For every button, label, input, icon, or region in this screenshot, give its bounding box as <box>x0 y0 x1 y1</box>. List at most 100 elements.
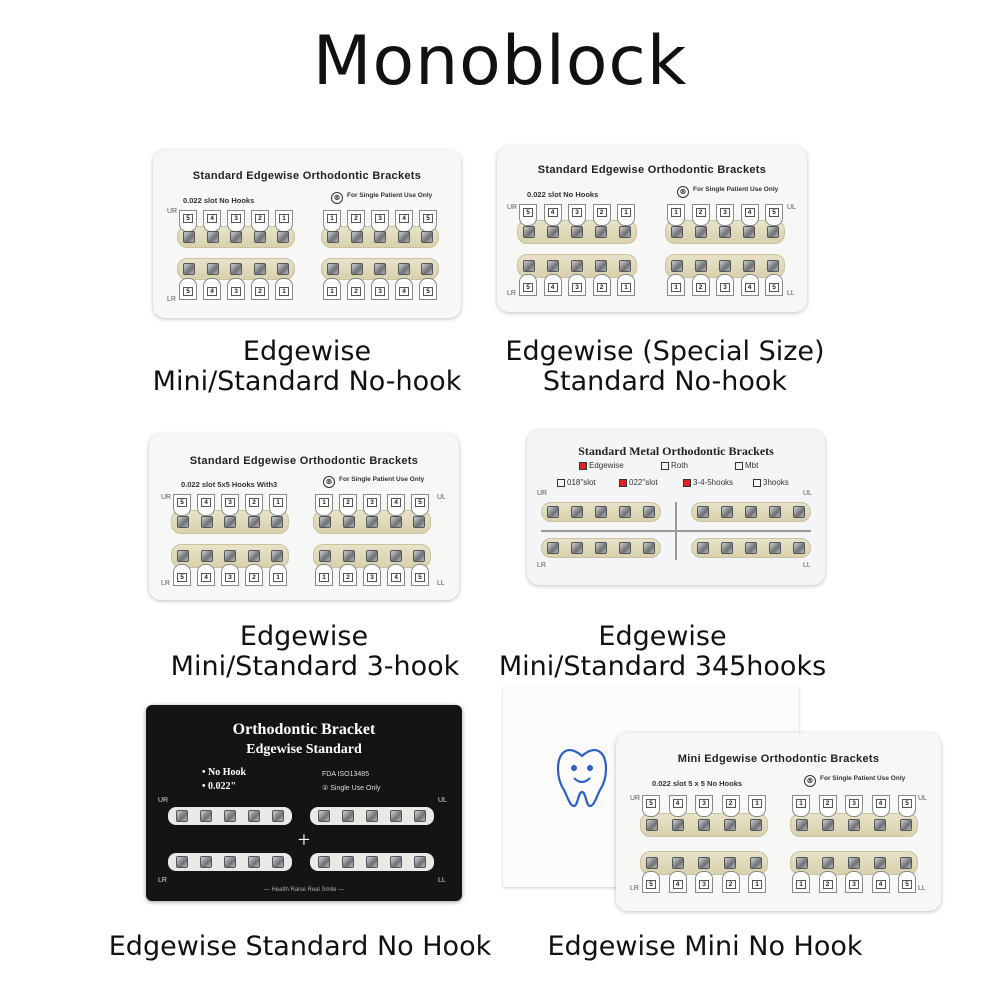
bracket-icon <box>318 856 330 868</box>
bracket-icon <box>874 819 886 831</box>
bracket-icon <box>253 231 266 243</box>
tooth: 1 <box>275 210 293 232</box>
tooth: 5 <box>411 494 429 516</box>
quadrant-ul: UL <box>803 490 812 497</box>
tooth: 3 <box>221 494 239 516</box>
bracket-icon <box>414 856 426 868</box>
tooth: 4 <box>395 210 413 232</box>
bracket-icon <box>595 260 607 272</box>
quadrant-ll: LL <box>787 290 795 297</box>
bracket-icon <box>547 506 559 518</box>
tooth: 1 <box>667 274 685 296</box>
bracket-icon <box>750 819 762 831</box>
bracket-icon <box>397 263 410 275</box>
checkbox <box>557 478 565 487</box>
tooth: 3 <box>371 210 389 232</box>
tooth: 5 <box>765 204 783 226</box>
tooth-mascot-icon <box>552 742 612 812</box>
bracket-icon <box>793 542 805 554</box>
tooth: 2 <box>818 795 837 817</box>
tooth: 1 <box>323 278 341 300</box>
bracket-icon <box>277 231 289 243</box>
bracket-icon <box>721 506 733 518</box>
tooth: 4 <box>197 494 215 516</box>
bracket-icon <box>796 819 808 831</box>
bracket-icon <box>206 231 219 243</box>
bracket-icon <box>327 231 339 243</box>
lower-right-teeth: 5 4 3 2 1 <box>642 871 766 893</box>
bracket-icon <box>671 260 683 272</box>
bracket-icon <box>248 810 260 822</box>
bracket-icon <box>646 857 658 869</box>
lower-right-teeth: 5 4 3 2 1 <box>519 274 635 296</box>
upper-right-teeth: 5 4 3 2 1 <box>519 204 635 226</box>
tooth: 3 <box>716 274 734 296</box>
upper-left-teeth: 1 2 3 4 5 <box>667 204 783 226</box>
patient-label: For Single Patient Use Only <box>339 476 425 483</box>
slot-label: 0.022 slot No Hooks <box>183 196 255 205</box>
bracket-icon <box>571 226 583 238</box>
bracket-icon <box>619 542 631 554</box>
tooth: 5 <box>765 274 783 296</box>
tooth: 4 <box>668 871 687 893</box>
tooth: 4 <box>740 204 759 226</box>
option-018-slot: 018"slot <box>557 478 596 487</box>
bracket-icon <box>643 542 655 554</box>
tooth: 2 <box>691 274 710 296</box>
tooth: 2 <box>592 204 611 226</box>
option-345-hooks: 3-4-5hooks <box>683 478 733 487</box>
caption-2-line2: Standard No-hook <box>542 366 788 397</box>
bracket-icon <box>397 231 410 243</box>
bracket-icon <box>318 810 330 822</box>
tooth: 2 <box>245 494 263 516</box>
tooth: 1 <box>617 204 635 226</box>
tooth: 5 <box>519 204 537 226</box>
bracket-icon <box>183 263 195 275</box>
bracket-icon <box>698 819 710 831</box>
bracket-icon <box>177 516 189 528</box>
bracket-icon <box>247 516 260 528</box>
lower-left-teeth: 1 2 3 4 5 <box>792 871 916 893</box>
lower-left-teeth: 1 2 3 4 5 <box>315 564 429 586</box>
single-use-icon: ⊗ <box>677 186 689 198</box>
patient-label: For Single Patient Use Only <box>820 775 906 782</box>
bracket-icon <box>366 856 378 868</box>
lower-right-teeth: 5 4 3 2 1 <box>179 278 293 300</box>
bracket-icon <box>796 857 808 869</box>
bracket-icon <box>374 231 386 243</box>
tooth: 5 <box>173 494 191 516</box>
card-title: Orthodontic Bracket <box>232 721 376 738</box>
caption-3-line1: Edgewise <box>239 621 369 652</box>
tooth: 1 <box>748 871 766 893</box>
bracket-icon <box>769 542 781 554</box>
tooth: 4 <box>197 564 215 586</box>
tooth: 1 <box>323 210 341 232</box>
bracket-icon <box>272 810 284 822</box>
tooth: 2 <box>251 210 269 232</box>
bracket-icon <box>177 550 189 562</box>
bracket-card-5: Orthodontic Bracket Edgewise Standard • … <box>146 705 462 901</box>
quadrant-ur: UR <box>161 494 172 501</box>
bracket-icon <box>743 226 755 238</box>
bracket-icon <box>200 810 212 822</box>
quadrant-ll: LL <box>438 877 446 884</box>
card-title: Standard Edgewise Orthodontic Brackets <box>537 164 767 176</box>
tooth: 4 <box>387 564 405 586</box>
bracket-icon <box>272 856 284 868</box>
bracket-card-6: Mini Edgewise Orthodontic Brackets 0.022… <box>616 733 941 911</box>
caption-1-line2: Mini/Standard No-hook <box>152 366 462 397</box>
bracket-icon <box>200 550 213 562</box>
tooth: 4 <box>387 494 405 516</box>
tooth: 4 <box>203 210 221 232</box>
tooth: 5 <box>898 795 916 817</box>
bracket-icon <box>793 506 805 518</box>
bracket-icon <box>724 857 736 869</box>
bracket-icon <box>253 263 266 275</box>
bracket-card-2: Standard Edgewise Orthodontic Brackets 0… <box>497 146 807 312</box>
tooth: 4 <box>871 795 890 817</box>
tooth: 3 <box>568 204 586 226</box>
tooth: 3 <box>371 278 389 300</box>
option-022-slot: 022"slot <box>619 478 658 487</box>
tooth: 2 <box>721 795 740 817</box>
tooth: 4 <box>740 274 759 296</box>
